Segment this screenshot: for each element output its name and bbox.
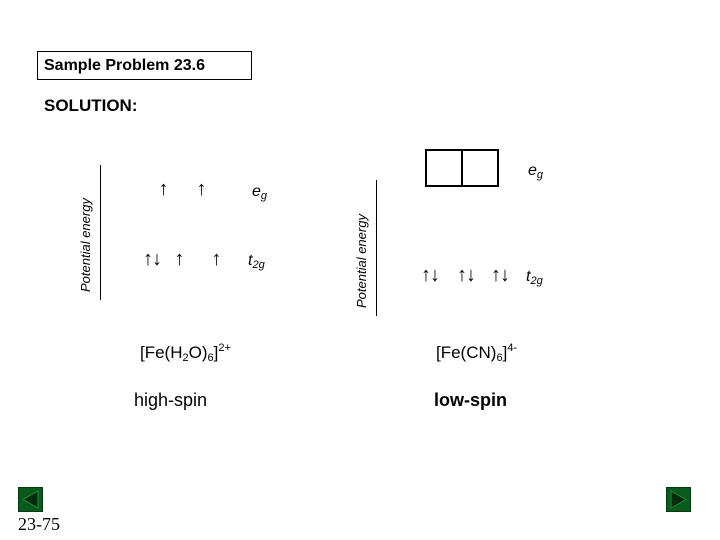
left-eg-orbital-2: ↑ <box>196 178 207 200</box>
triangle-right-icon <box>670 490 688 509</box>
right-t2g-orbital-1: ↑↓ <box>421 264 440 286</box>
right-eg-orbital-pair <box>425 149 499 187</box>
left-eg-orbital-1: ↑ <box>158 178 169 200</box>
left-t2g-orbital-1: ↑↓ <box>143 248 162 270</box>
left-t2g-orbital-2: ↑ <box>174 248 185 270</box>
left-energy-axis <box>100 165 101 300</box>
left-eg-label: eg <box>252 183 268 202</box>
left-complex-formula: [Fe(H2O)6]2+ <box>140 342 231 364</box>
right-eg-label: eg <box>528 162 544 181</box>
problem-title: Sample Problem 23.6 <box>37 51 252 80</box>
triangle-left-icon <box>21 490 39 509</box>
prev-slide-button[interactable] <box>18 487 43 512</box>
right-t2g-label: t2g <box>526 268 543 287</box>
left-spin-label: high-spin <box>134 390 208 410</box>
solution-heading: SOLUTION: <box>44 96 138 115</box>
next-slide-button[interactable] <box>666 487 691 512</box>
right-eg-divider <box>461 151 463 185</box>
left-t2g-label: t2g <box>248 252 265 271</box>
page-number: 23-75 <box>18 514 60 534</box>
right-energy-axis <box>376 180 377 316</box>
right-axis-label: Potential energy <box>354 214 369 308</box>
right-complex-formula: [Fe(CN)6]4- <box>436 342 518 364</box>
right-t2g-orbital-3: ↑↓ <box>491 264 510 286</box>
left-axis-label: Potential energy <box>78 198 93 292</box>
right-t2g-orbital-2: ↑↓ <box>457 264 476 286</box>
left-t2g-orbital-3: ↑ <box>211 248 222 270</box>
right-spin-label: low-spin <box>434 390 507 410</box>
